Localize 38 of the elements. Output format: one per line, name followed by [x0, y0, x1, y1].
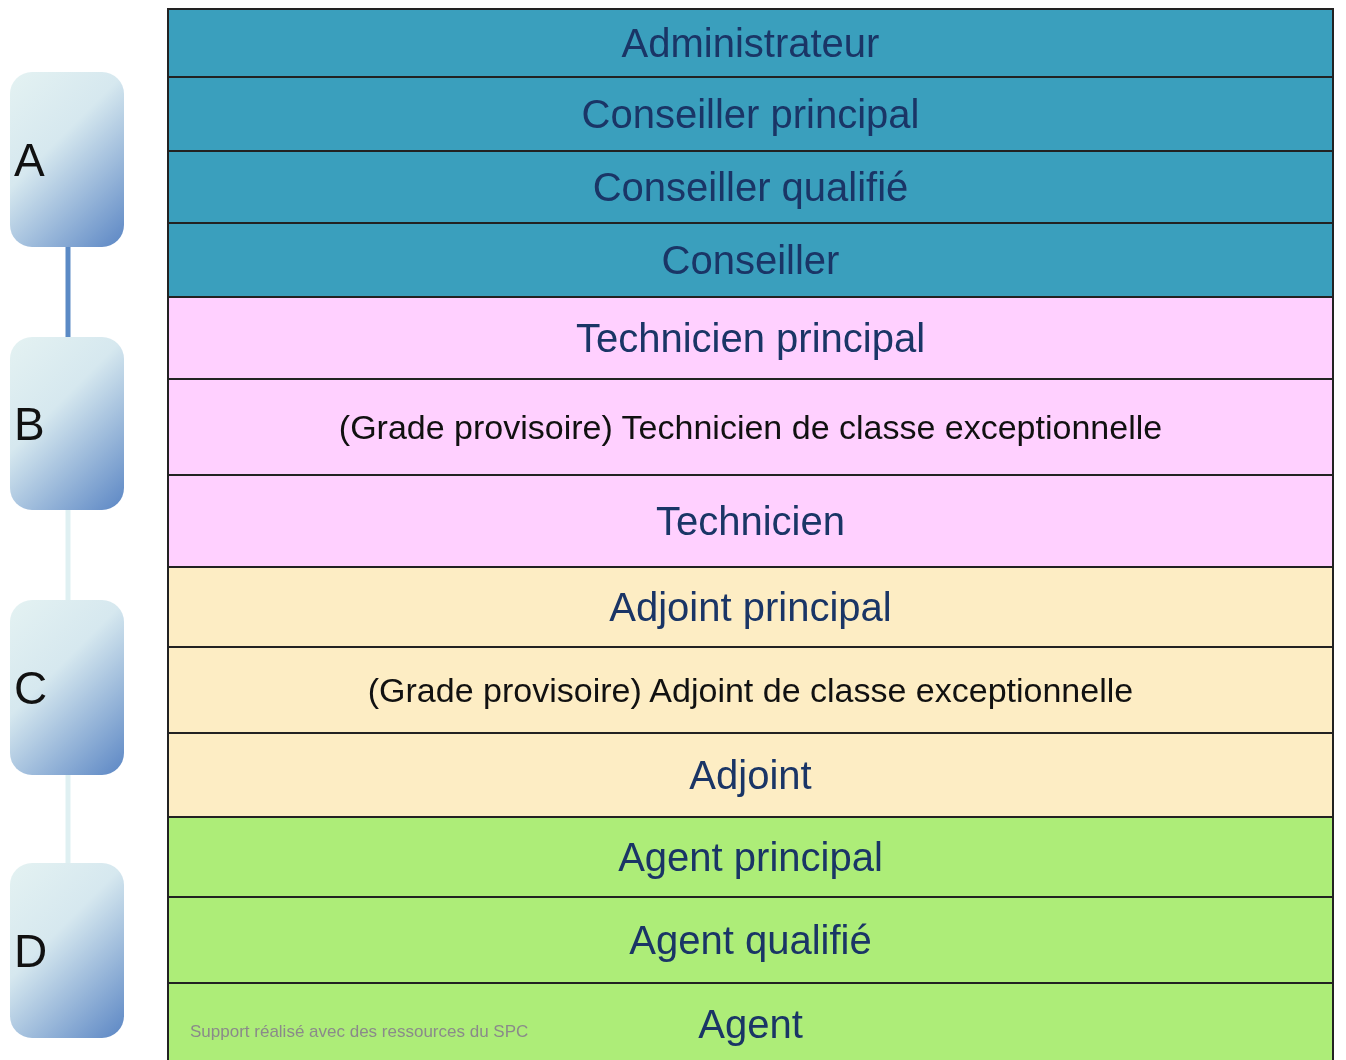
grade-row	[167, 474, 1334, 566]
grade-name: Conseiller	[661, 237, 840, 283]
grade-row	[167, 296, 1334, 378]
grade-name: Agent qualifié	[629, 917, 872, 963]
grade-row	[167, 896, 1334, 982]
grade-row	[167, 732, 1334, 816]
category-box	[10, 863, 124, 1038]
grade-name: Agent	[698, 1001, 803, 1047]
grade-row	[167, 566, 1334, 646]
category-letter: A	[14, 132, 45, 187]
category-box	[10, 337, 124, 510]
grade-row	[167, 150, 1334, 222]
connector-line	[65, 775, 71, 863]
grade-name: Technicien principal	[575, 315, 926, 361]
grade-name: Conseiller qualifié	[592, 164, 909, 210]
category-letter: B	[14, 396, 45, 451]
grade-name: Adjoint	[689, 752, 812, 798]
connector-line	[65, 510, 71, 600]
grade-row	[167, 816, 1334, 896]
grade-name: Adjoint principal	[609, 584, 892, 630]
grade-name: (Grade provisoire) Adjoint de classe exceptionnelle	[367, 670, 1134, 710]
grade-row	[167, 646, 1334, 732]
grade-row	[167, 378, 1334, 474]
grade-name: (Grade provisoire) Technicien de classe exceptionnelle	[338, 407, 1163, 447]
connector-line	[65, 247, 71, 337]
grade-row	[167, 76, 1334, 150]
category-letter: D	[14, 923, 48, 978]
grade-row	[167, 982, 1334, 1060]
grade-row	[167, 8, 1334, 76]
category-box	[10, 72, 124, 247]
category-letter: C	[14, 660, 48, 715]
grade-name: Administrateur	[621, 20, 880, 66]
category-box	[10, 600, 124, 775]
grade-name: Conseiller principal	[581, 91, 920, 137]
source-note: Support réalisé avec des ressources du SPC	[190, 1022, 529, 1042]
grade-name: Agent principal	[618, 834, 883, 880]
grade-row	[167, 222, 1334, 296]
grade-name: Technicien	[656, 498, 845, 544]
